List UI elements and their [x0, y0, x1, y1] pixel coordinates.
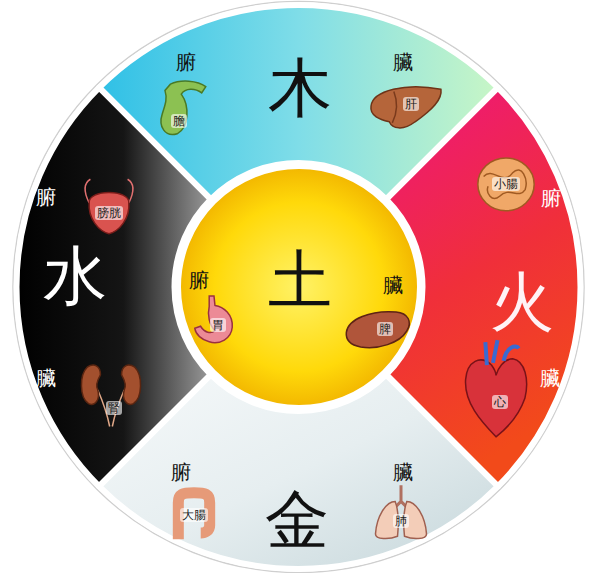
small-intestine-icon-part	[478, 158, 534, 211]
organ-type-label: 腑	[36, 187, 56, 207]
small-intestine-icon: 小腸	[474, 150, 538, 216]
element-character: 火	[490, 270, 554, 334]
organ-name: 膀胱	[95, 206, 123, 220]
heart-icon-part	[466, 359, 527, 437]
organ-name: 小腸	[492, 177, 520, 191]
organ-type-label: 臟	[393, 52, 413, 72]
gallbladder-icon: 膽	[150, 78, 218, 140]
heart-icon: 心	[458, 338, 534, 442]
organ-name: 腎	[106, 401, 122, 415]
organ-name: 肺	[393, 514, 409, 528]
organ-type-label: 臟	[540, 368, 560, 388]
liver-icon-part	[392, 92, 396, 123]
large-intestine-icon: 大腸	[166, 486, 222, 542]
element-character: 木	[268, 56, 332, 120]
bladder-icon: 膀胱	[78, 178, 140, 240]
gallbladder-icon-part	[161, 81, 206, 134]
organ-type-label: 腑	[171, 462, 191, 482]
organ-name: 膽	[171, 114, 187, 128]
element-character: 土	[268, 248, 332, 312]
small-intestine-icon-part	[484, 170, 526, 198]
earth-circle-disc	[178, 166, 420, 408]
bladder-icon-part	[89, 193, 129, 234]
organ-name: 肝	[403, 97, 419, 111]
kidney-icon-part	[98, 390, 124, 426]
kidney-icon: 腎	[78, 352, 144, 428]
lungs-icon: 肺	[372, 484, 430, 542]
organ-type-label: 腑	[541, 188, 561, 208]
organ-type-label: 臟	[36, 368, 56, 388]
organ-type-label: 臟	[393, 462, 413, 482]
liver-icon-part	[371, 87, 441, 128]
organ-name: 脾	[377, 322, 393, 336]
element-character: 金	[265, 488, 329, 552]
organ-name: 胃	[210, 318, 226, 332]
stomach-icon: 胃	[190, 294, 238, 346]
heart-icon-part	[485, 340, 518, 365]
organ-type-label: 臟	[383, 275, 403, 295]
kidney-icon-part	[81, 365, 100, 404]
kidney-icon-part	[122, 365, 141, 404]
gallbladder-icon-outline	[150, 78, 218, 140]
outer-rim	[13, 2, 584, 573]
organ-name: 大腸	[180, 508, 208, 522]
lungs-icon-outline	[372, 484, 430, 542]
spleen-icon-part	[346, 312, 409, 348]
heart-icon-outline	[458, 338, 534, 442]
large-intestine-icon-part	[178, 493, 209, 539]
stomach-icon-part	[195, 296, 233, 343]
metal-segment-path	[99, 375, 498, 569]
organ-type-label: 腑	[189, 270, 209, 290]
liver-icon: 肝	[368, 80, 444, 138]
element-character: 水	[43, 244, 107, 308]
spleen-icon: 脾	[342, 305, 414, 355]
organ-name: 心	[492, 395, 508, 409]
organ-type-label: 腑	[176, 52, 196, 72]
kidney-icon-outline	[78, 352, 144, 428]
